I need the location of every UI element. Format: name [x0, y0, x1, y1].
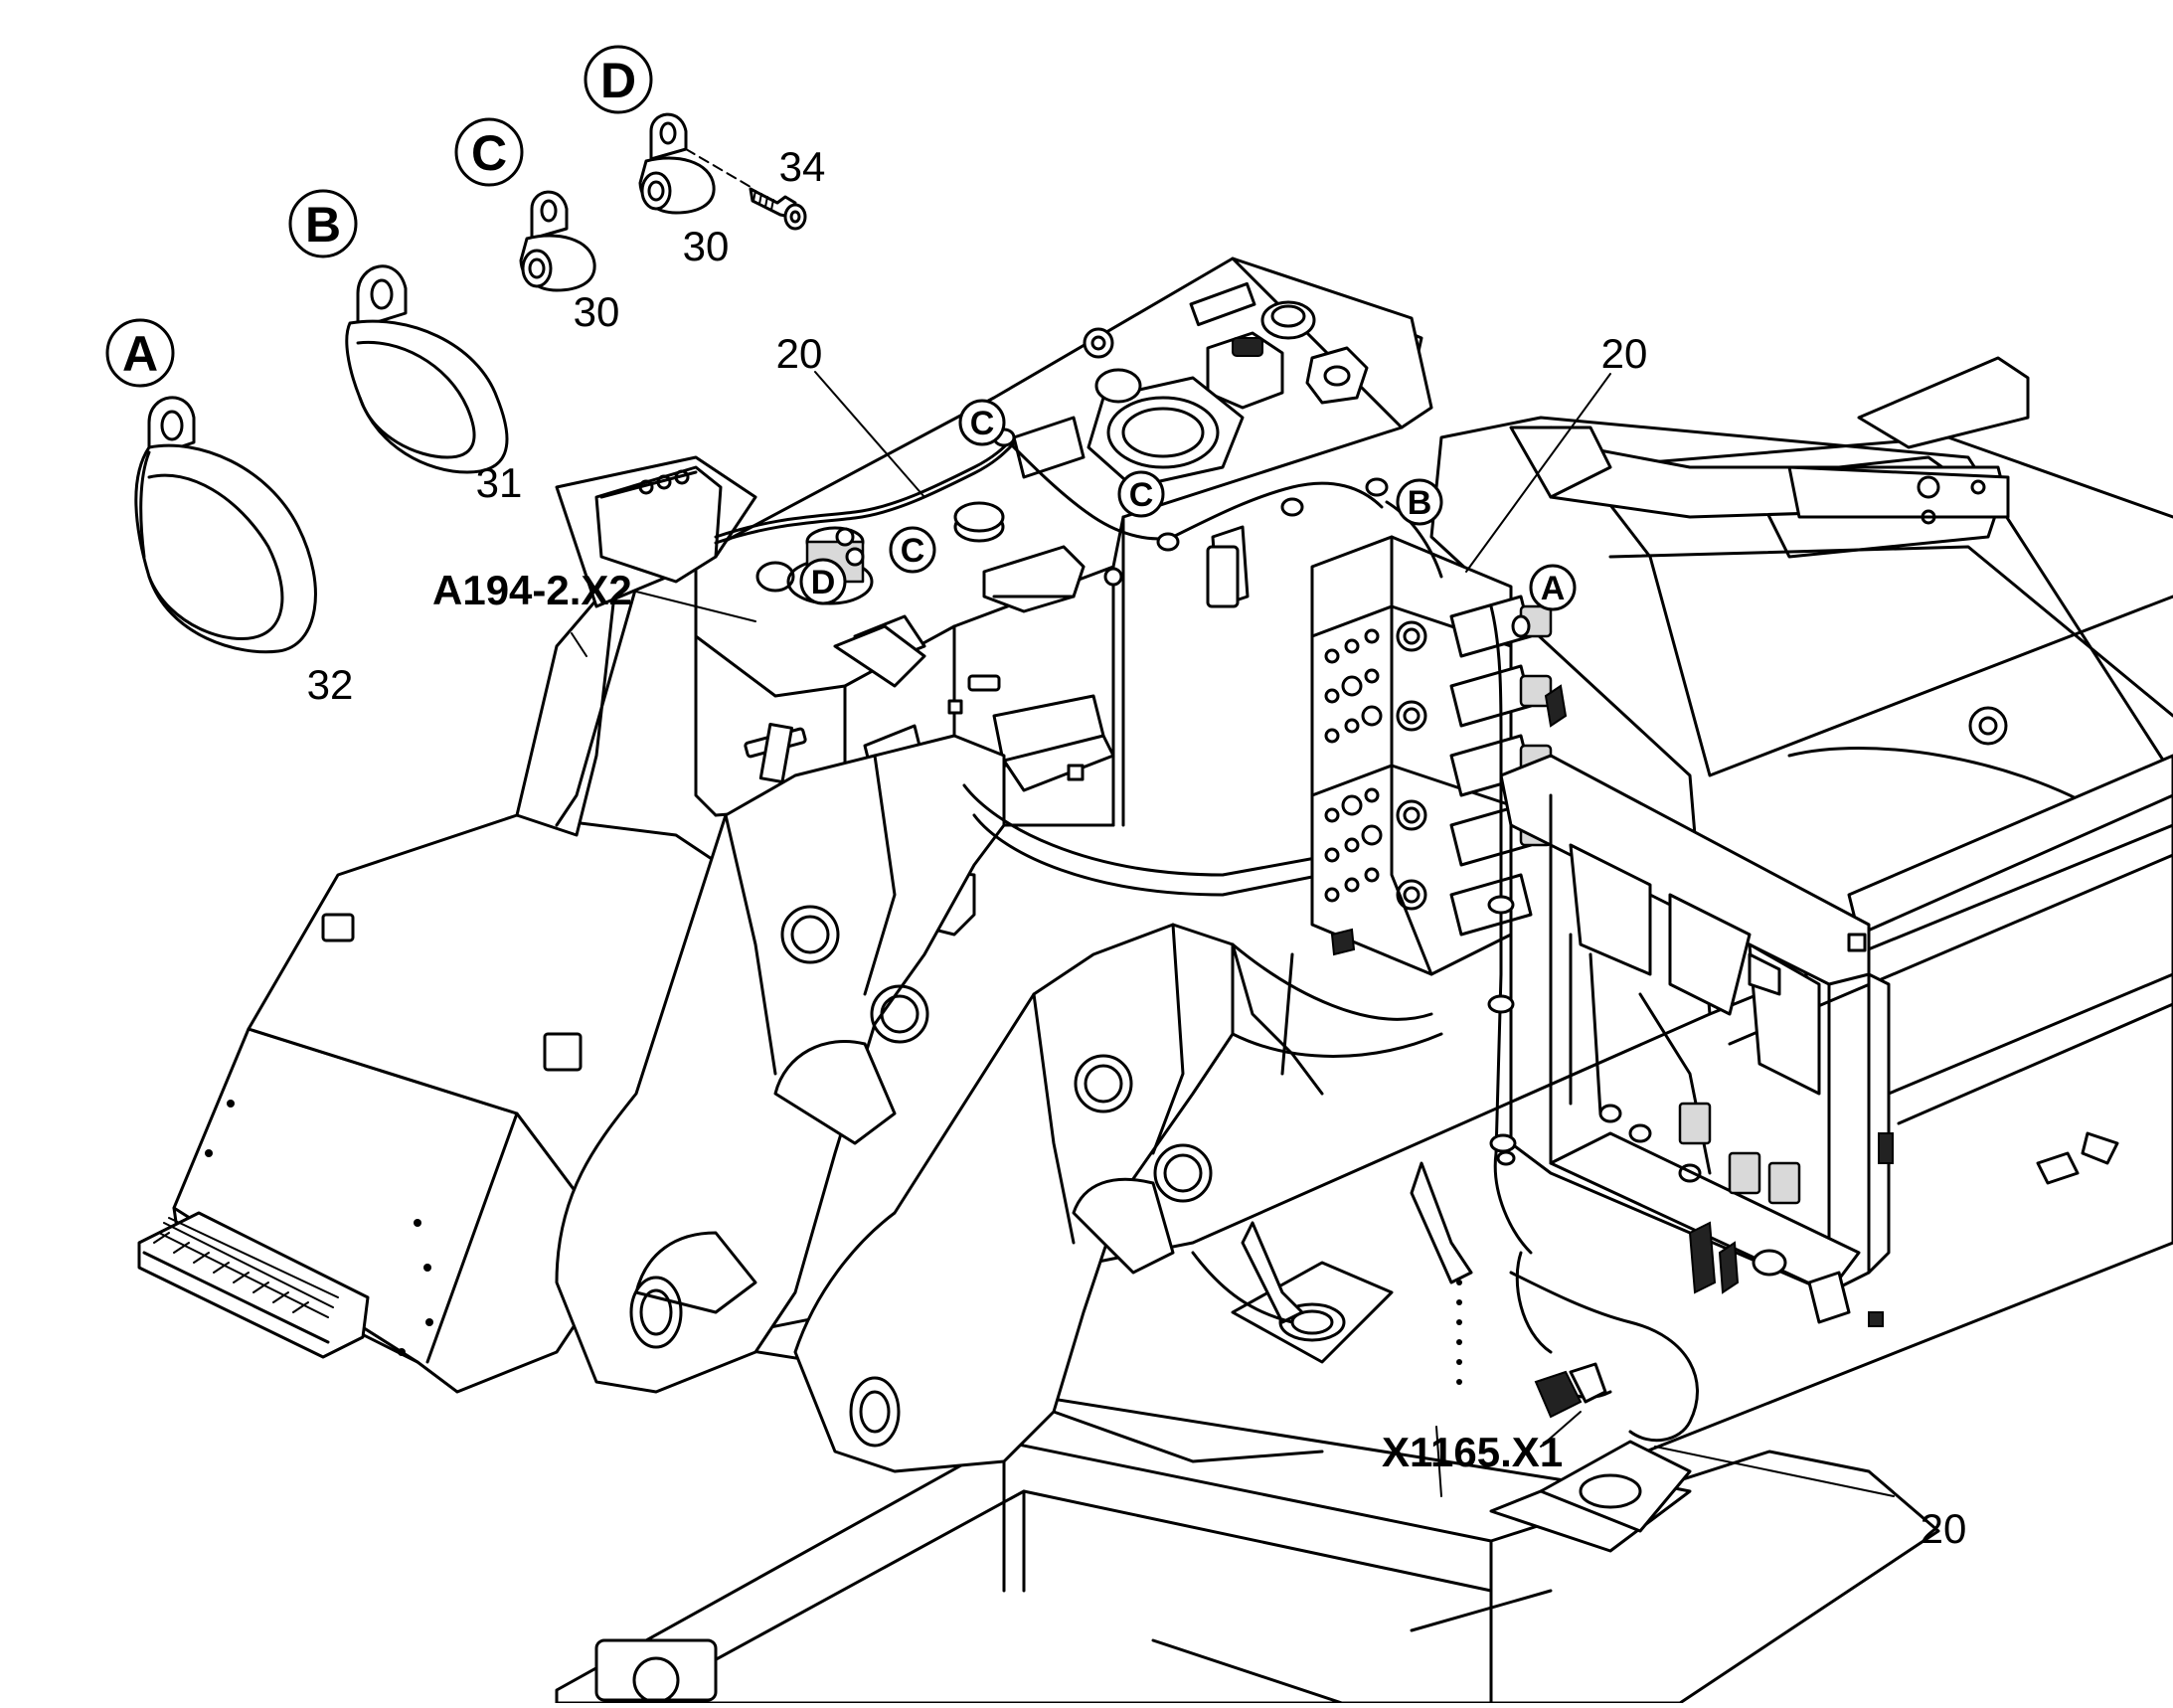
- access-step: [137, 1211, 370, 1359]
- installed-clips: [835, 427, 1531, 638]
- callout-b-deck-label: B: [1408, 484, 1432, 522]
- leader-lines: [571, 371, 1895, 1497]
- callout-d-large-label: D: [600, 53, 636, 108]
- callout-a-deck-label: A: [1541, 570, 1566, 607]
- part-number-20-top-right: 20: [1601, 330, 1648, 377]
- callout-a-large-label: A: [122, 326, 158, 382]
- callout-d-deck-label: D: [811, 564, 836, 601]
- clip-d-icon: [638, 112, 752, 215]
- callout-c-deck-1: C: [958, 399, 1006, 446]
- connector-icon: [1534, 1362, 1607, 1419]
- callout-c-deck-2-label: C: [1129, 476, 1154, 514]
- harness-icon: [714, 435, 1699, 1443]
- part-number-20-bottom: 20: [1921, 1505, 1967, 1552]
- callout-c-deck-3-label: C: [901, 532, 925, 570]
- hole-row: [1456, 1280, 1462, 1385]
- loader-tower: [555, 734, 1443, 1593]
- callout-c-deck-2: C: [1117, 470, 1165, 518]
- machine-frame: [555, 356, 2173, 1705]
- callout-c-deck-1-label: C: [970, 405, 995, 442]
- callout-c-deck-3: C: [889, 526, 936, 574]
- valve-bolts: [1324, 620, 1427, 911]
- clip-a-icon: [134, 396, 317, 654]
- callout-d-deck: D: [799, 558, 847, 605]
- callout-c-large-label: C: [471, 125, 507, 181]
- callout-c-large: C: [454, 117, 524, 187]
- clip-b-icon: [345, 264, 509, 474]
- part-number-34: 34: [779, 143, 826, 190]
- callout-d-large: D: [584, 45, 653, 114]
- connector-code-a194: A194-2.X2: [432, 567, 632, 613]
- electronic-box: [1499, 754, 2119, 1327]
- callout-b-deck: B: [1396, 478, 1443, 526]
- screw-icon: [749, 187, 807, 231]
- clip-c-icon: [519, 190, 596, 292]
- part-number-32: 32: [307, 661, 354, 708]
- callout-b-large-label: B: [305, 197, 341, 253]
- connector-code-x1165: X1165.X1: [1382, 1429, 1563, 1475]
- part-number-31: 31: [476, 459, 523, 506]
- callout-b-large: B: [288, 189, 358, 258]
- callout-a-large: A: [105, 318, 175, 388]
- part-number-30-c: 30: [574, 288, 620, 335]
- callout-a-deck: A: [1529, 564, 1577, 611]
- part-number-20-top-left: 20: [776, 330, 823, 377]
- part-number-30-d: 30: [683, 223, 730, 269]
- upper-deck: [555, 256, 1433, 937]
